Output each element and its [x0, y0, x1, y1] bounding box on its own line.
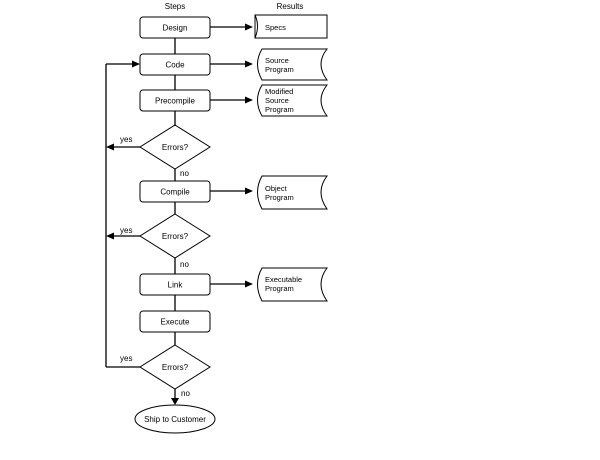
decision-errors-1-label: Errors? — [162, 143, 189, 152]
step-design: Design — [139, 16, 211, 39]
step-execute: Execute — [139, 310, 211, 333]
decision-errors-1: Errors? — [139, 124, 211, 170]
result-modified-line-3: Program — [265, 105, 294, 114]
label-no-1: no — [180, 169, 189, 178]
label-no-3: no — [181, 389, 190, 398]
terminal-ship-label: Ship to Customer — [144, 415, 206, 424]
result-executable-line-1: Executable — [265, 275, 302, 284]
decision-errors-3: Errors? — [139, 344, 211, 390]
arrow-yes-2 — [106, 232, 114, 240]
arrow-back-to-code — [132, 60, 140, 68]
step-execute-label: Execute — [161, 318, 190, 327]
steps-header: Steps — [165, 2, 185, 11]
step-compile-label: Compile — [160, 188, 190, 197]
result-object-line-1: Object — [265, 184, 288, 193]
result-executable-line-2: Program — [265, 284, 294, 293]
terminal-ship-to-customer: Ship to Customer — [134, 404, 216, 434]
result-modified-source-program: Modified Source Program — [257, 84, 329, 117]
step-code-label: Code — [165, 61, 185, 70]
step-design-label: Design — [163, 24, 188, 33]
step-precompile: Precompile — [139, 89, 211, 112]
step-precompile-label: Precompile — [155, 97, 196, 106]
decision-errors-2: Errors? — [139, 213, 211, 259]
decision-errors-3-label: Errors? — [162, 363, 189, 372]
result-source-program: Source Program — [257, 48, 329, 81]
step-code: Code — [139, 53, 211, 76]
label-yes-1: yes — [120, 135, 132, 144]
result-source-line-1: Source — [265, 56, 289, 65]
result-object-line-2: Program — [265, 193, 294, 202]
main-flow-connectors — [171, 38, 179, 405]
label-yes-3: yes — [120, 354, 132, 363]
results-header: Results — [277, 2, 304, 11]
error-feedback-loop — [105, 60, 140, 368]
result-object-program: Object Program — [257, 175, 328, 210]
result-modified-line-2: Source — [265, 96, 289, 105]
result-modified-line-1: Modified — [265, 87, 293, 96]
label-no-2: no — [180, 260, 189, 269]
step-link: Link — [139, 273, 211, 296]
result-executable-program: Executable Program — [257, 267, 328, 302]
decision-errors-2-label: Errors? — [162, 232, 189, 241]
result-specs: Specs — [254, 14, 328, 39]
step-compile: Compile — [139, 180, 211, 203]
arrow-yes-1 — [106, 143, 114, 151]
result-source-line-2: Program — [265, 65, 294, 74]
arrow-to-ship — [171, 398, 179, 405]
step-link-label: Link — [168, 281, 184, 290]
result-specs-line-1: Specs — [265, 23, 286, 32]
result-arrows — [210, 23, 253, 288]
label-yes-2: yes — [120, 226, 132, 235]
